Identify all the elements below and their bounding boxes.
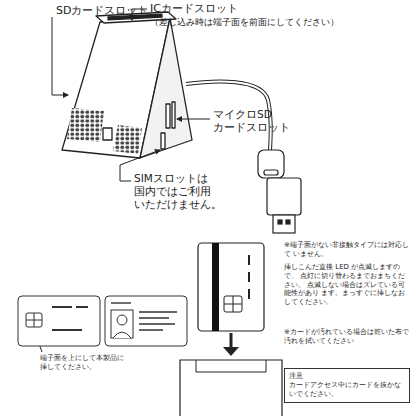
note-text: ※カードが汚れている場合は乾いた布で 汚れを拭いてください — [284, 328, 410, 346]
note-text: ※端子面がない非接触タイプには対応して いません。 — [284, 241, 410, 259]
instruction-text: 端子面を上にして本製品に 挿してください。 — [40, 354, 140, 372]
part-label: ICカードスロット — [150, 2, 270, 16]
usb-plug — [258, 150, 301, 233]
part-label: マイクロSD カードスロット — [213, 108, 293, 134]
caution-text: カードアクセス中にカードを抜かないでください。 — [289, 381, 405, 399]
instruction-text: （差し込み時は端子面を前面にしてください） — [150, 17, 410, 28]
part-label: SDカードスロット — [56, 4, 166, 18]
note-text: 挿しこんだ直後 LED が点滅しますので、 点灯に切り替わるまでおまちください。… — [284, 263, 410, 307]
part-label: SIMスロットは 国内ではご利用 いただけません。 — [134, 172, 230, 211]
insert-card — [180, 243, 282, 416]
caution-heading: 注意 — [289, 372, 405, 381]
caution-box: 注意カードアクセス中にカードを抜かないでください。 — [284, 368, 410, 403]
cards — [18, 296, 187, 346]
card-reader — [62, 12, 192, 158]
